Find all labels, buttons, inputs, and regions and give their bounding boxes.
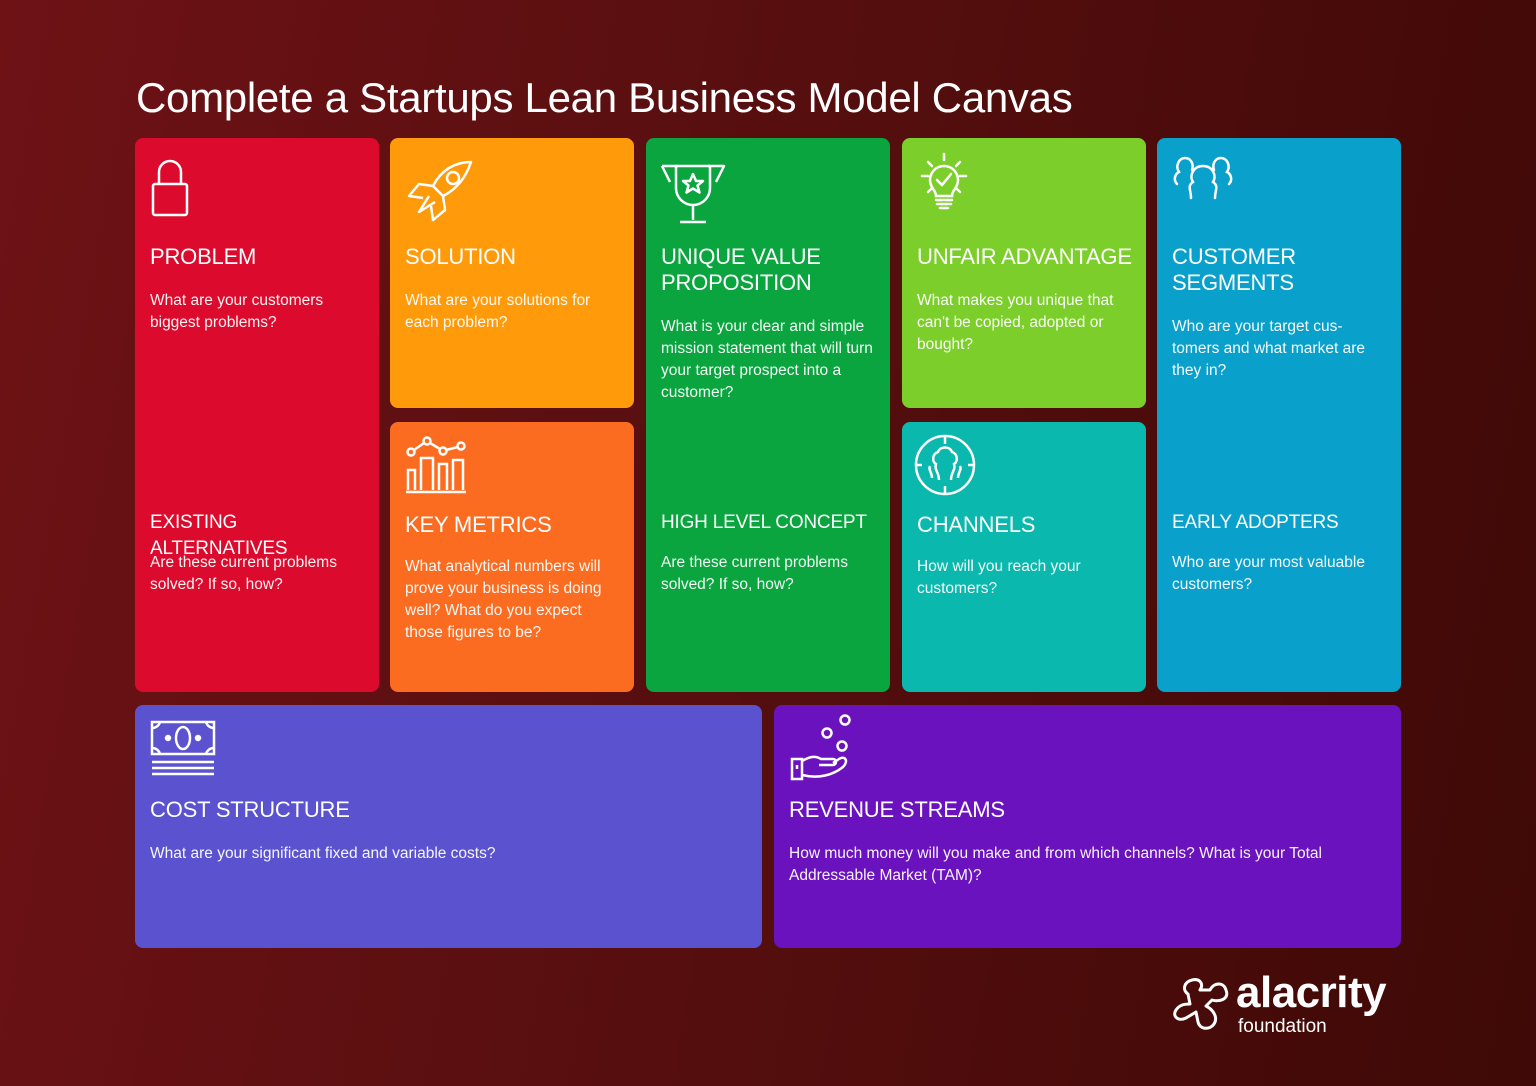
uvp-heading: UNIQUE VALUE PROPOSITION [661,244,821,295]
channels-heading: CHANNELS [917,512,1036,537]
solution-heading: SOLUTION [405,244,516,269]
revenue-streams-text: How much money will you make and from wh… [789,845,1322,884]
problem-text: What are your customers biggest problems… [150,292,324,331]
customer-segments-text: Who are your target cus-tomers and what … [1172,318,1365,379]
trophy-icon [660,162,726,226]
rocket-icon [405,158,475,226]
channels-text: How will you reach your customers? [917,558,1081,597]
users-icon [1171,154,1235,200]
solution-block: SOLUTION What are your solutions for eac… [390,138,634,408]
customer-segments-block: CUSTOMER SEGMENTS Who are your target cu… [1157,138,1401,692]
solution-text: What are your solutions for each problem… [405,292,591,331]
customer-segments-heading: CUSTOMER SEGMENTS [1172,244,1296,295]
padlock-icon [150,158,190,218]
logo-wordmark: alacrity [1236,968,1387,1017]
unfair-advantage-text: What makes you unique that can't be copi… [917,292,1114,353]
alacrity-logo-mark-icon [1170,976,1232,1034]
unique-value-proposition-block: UNIQUE VALUE PROPOSITION What is your cl… [646,138,890,692]
bar-chart-icon [405,436,467,494]
cost-structure-block: COST STRUCTURE What are your significant… [135,705,762,948]
high-level-concept-heading: HIGH LEVEL CONCEPT [661,512,867,533]
revenue-streams-block: REVENUE STREAMS How much money will you … [774,705,1401,948]
problem-block: PROBLEM What are your customers biggest … [135,138,379,692]
uvp-text: What is your clear and simple mission st… [661,318,873,401]
unfair-advantage-heading: UNFAIR ADVANTAGE [917,244,1132,269]
existing-alternatives-heading: EXISTING ALTERNATIVES [150,512,288,559]
key-metrics-block: KEY METRICS What analytical numbers will… [390,422,634,692]
alacrity-foundation-logo: alacrity foundation [1170,968,1410,1042]
key-metrics-heading: KEY METRICS [405,512,552,537]
problem-heading: PROBLEM [150,244,257,269]
cost-structure-text: What are your significant fixed and vari… [150,845,496,862]
high-level-concept-text: Are these current problems solved? If so… [661,554,848,593]
key-metrics-text: What analytical numbers will prove your … [405,558,602,641]
revenue-streams-heading: REVENUE STREAMS [789,797,1005,822]
channels-block: CHANNELS How will you reach your custome… [902,422,1146,692]
early-adopters-text: Who are your most valuable customers? [1172,554,1365,593]
page-title: Complete a Startups Lean Business Model … [136,74,1073,121]
hand-coins-icon [789,713,859,783]
existing-alternatives-text: Are these current problems solved? If so… [150,554,337,593]
banknote-icon [150,720,216,778]
unfair-advantage-block: UNFAIR ADVANTAGE What makes you unique t… [902,138,1146,408]
target-people-icon [914,434,976,496]
lightbulb-icon [914,152,974,216]
early-adopters-heading: EARLY ADOPTERS [1172,512,1339,533]
logo-subtitle: foundation [1238,1016,1327,1037]
cost-structure-heading: COST STRUCTURE [150,797,350,822]
